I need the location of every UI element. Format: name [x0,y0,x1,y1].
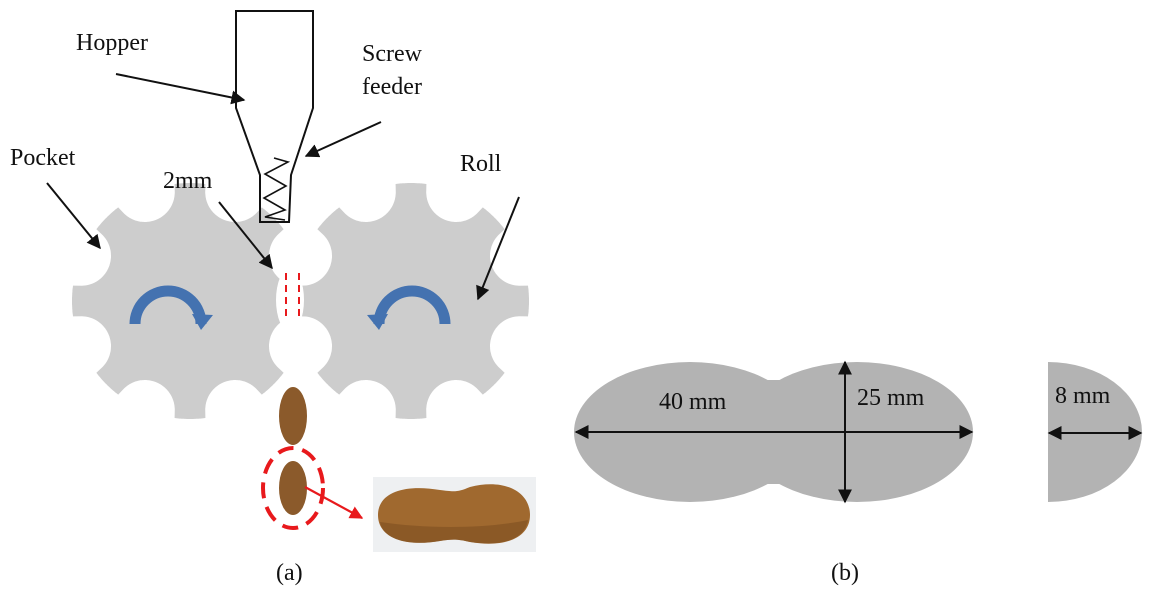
width-label: 25 mm [857,385,925,411]
falling-briquette [279,387,307,445]
clockwise-arrow-icon [129,285,207,325]
hopper-outline [235,10,314,223]
figure-b: 40 mm 25 mm 8 mm (b) [574,360,1143,586]
counterclockwise-arrowhead [367,314,388,330]
roll-pointer [476,196,520,301]
highlighted-briquette [279,461,307,515]
caption-b: (b) [831,560,859,586]
counterclockwise-arrow-icon [373,285,451,325]
highlight-dashed-circle [261,446,325,530]
roll-label: Roll [460,151,502,177]
screw-label-line1: Screw [362,41,423,67]
highlight-arrow [304,486,364,519]
pocket-pointer [46,182,101,250]
pocket-label: Pocket [10,145,76,171]
gap-label: 2mm [163,168,213,194]
figure-a: Hopper Screw feeder Pocket 2mm Roll (a) [10,10,536,586]
hopper-pointer [115,73,246,105]
thickness-label: 8 mm [1055,383,1111,409]
briquette-photo [373,477,536,552]
screw-feeder-spring [262,157,291,221]
caption-a: (a) [276,560,303,586]
nip-gap [276,268,304,332]
screw-feeder-pointer [304,121,382,158]
screw-label-line2: feeder [362,74,422,100]
clockwise-arrowhead [192,314,213,330]
length-label: 40 mm [659,389,727,415]
gap-pointer [218,201,273,270]
hopper-label: Hopper [76,30,148,56]
right-roll [293,183,529,419]
